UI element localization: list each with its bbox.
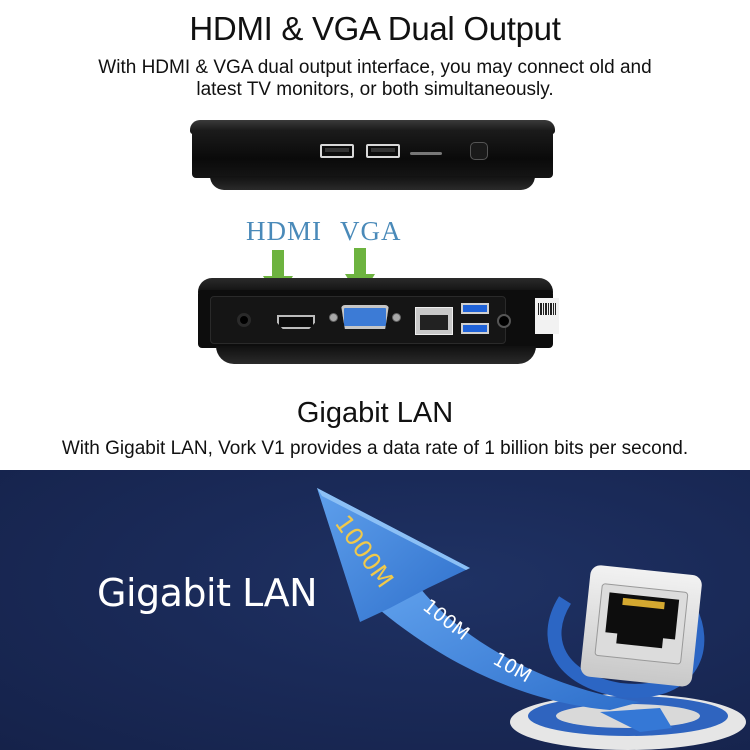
description-line-2: latest TV monitors, or both simultaneous… (196, 79, 554, 100)
vga-screw-icon (392, 313, 401, 322)
hdmi-vga-description: With HDMI & VGA dual output interface, y… (0, 57, 750, 101)
device-front-panel (192, 130, 553, 178)
hdmi-vga-title: HDMI & VGA Dual Output (189, 10, 561, 47)
ethernet-port-icon (415, 307, 453, 335)
port-panel (210, 296, 511, 344)
device-back-panel (198, 290, 553, 348)
speed-arrow-graphic (317, 488, 746, 750)
device-back-view (198, 278, 559, 366)
device-base (216, 346, 536, 364)
description-line-1: With HDMI & VGA dual output interface, y… (98, 57, 652, 78)
power-button-icon (470, 142, 488, 160)
device-base (210, 176, 535, 190)
hdmi-port-icon (277, 315, 315, 329)
sd-card-slot-icon (410, 152, 442, 155)
ethernet-jack-icon (580, 565, 702, 687)
dc-power-jack-icon (237, 313, 251, 327)
usb3-port-icon (461, 303, 489, 314)
barcode-sticker (535, 298, 559, 334)
gigabit-lan-banner: Gigabit LAN 1000M 100M 10M (0, 470, 750, 750)
banner-title: Gigabit LAN (97, 571, 318, 615)
gigabit-lan-description: With Gigabit LAN, Vork V1 provides a dat… (61, 438, 689, 459)
device-front-view (190, 120, 555, 190)
gigabit-lan-title: Gigabit LAN (296, 397, 454, 429)
usb-port-icon (320, 144, 354, 158)
usb3-port-icon (461, 323, 489, 334)
usb-port-icon (366, 144, 400, 158)
hdmi-label: HDMI (246, 216, 322, 246)
vga-port-icon (341, 305, 389, 329)
audio-jack-icon (497, 314, 511, 328)
vga-screw-icon (329, 313, 338, 322)
vga-label: VGA (340, 216, 402, 246)
